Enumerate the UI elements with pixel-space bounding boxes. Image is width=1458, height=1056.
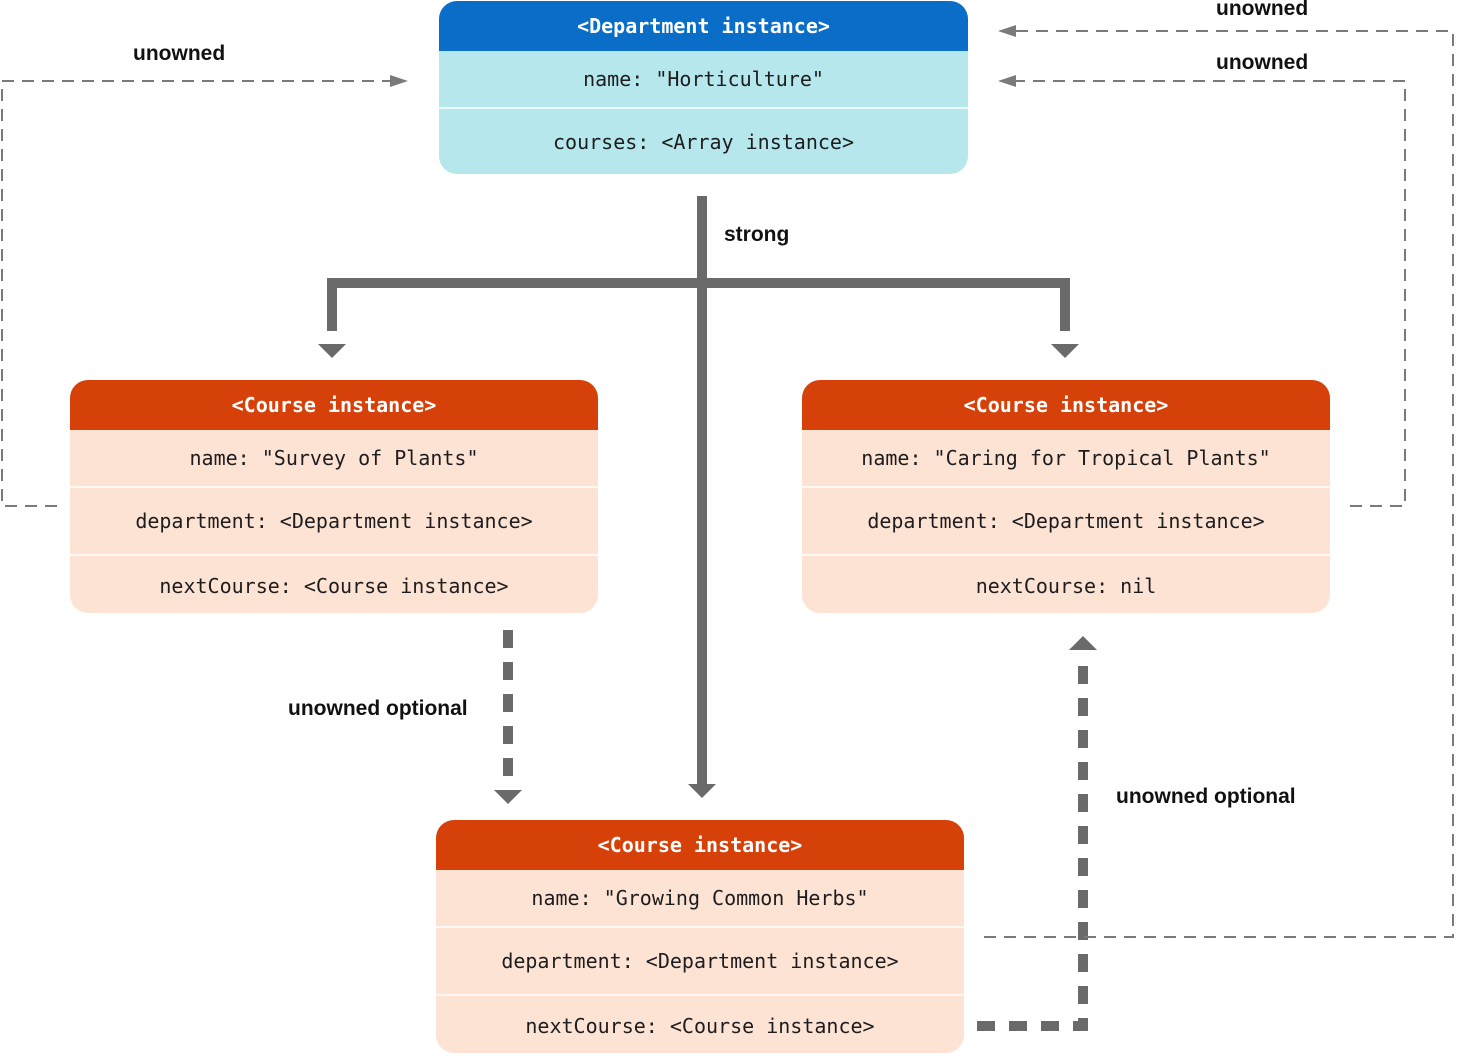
course-survey-department-row: department: <Department instance> — [70, 486, 598, 554]
arrowhead-unowned-bottom — [998, 25, 1016, 37]
course-survey-header: <Course instance> — [70, 380, 598, 430]
strong-label: strong — [724, 223, 790, 246]
unowned-right-line — [1016, 80, 1406, 507]
arrowhead-unowned-right — [998, 75, 1016, 87]
department-instance-card: <Department instance> name: "Horticultur… — [439, 1, 968, 174]
department-courses-row: courses: <Array instance> — [439, 107, 968, 174]
course-tropical-header: <Course instance> — [802, 380, 1330, 430]
strong-branch-line — [327, 278, 1070, 331]
unowned-optional-arrowheads — [494, 636, 1097, 804]
unowned-bottom-line — [984, 30, 1454, 938]
unowned-optional-connectors — [503, 630, 1088, 1031]
unowned-left-label: unowned — [133, 42, 226, 65]
course-herbs-header: <Course instance> — [436, 820, 964, 870]
unowned-right-label: unowned — [1216, 51, 1309, 74]
arrowhead-to-right-course — [1051, 344, 1079, 358]
unowned-left-line — [1, 80, 392, 507]
course-tropical-card: <Course instance> name: "Caring for Trop… — [802, 380, 1330, 613]
unowned-optional-right-line — [977, 660, 1088, 1031]
department-name-row: name: "Horticulture" — [583, 67, 824, 91]
unowned-optional-left-label: unowned optional — [288, 697, 468, 720]
course-herbs-card: <Course instance> name: "Growing Common … — [436, 820, 964, 1053]
strong-connectors — [327, 196, 1070, 785]
course-survey-card: <Course instance> name: "Survey of Plant… — [70, 380, 598, 613]
course-herbs-department-row: department: <Department instance> — [436, 926, 964, 994]
course-tropical-name-row: name: "Caring for Tropical Plants" — [861, 446, 1271, 470]
unowned-connectors — [1, 30, 1454, 938]
arrowhead-to-bottom-course — [688, 784, 716, 798]
course-herbs-next-row: nextCourse: <Course instance> — [436, 994, 964, 1053]
arrowhead-unowned-optional-right — [1069, 636, 1097, 650]
arrowhead-to-left-course — [318, 344, 346, 358]
department-card-header: <Department instance> — [439, 1, 968, 51]
arrowhead-unowned-optional-left — [494, 790, 522, 804]
course-survey-name-row: name: "Survey of Plants" — [189, 446, 479, 470]
unowned-arrowheads — [390, 25, 1016, 87]
strong-arrowheads — [318, 344, 1079, 798]
course-tropical-next-row: nextCourse: nil — [802, 554, 1330, 613]
course-survey-next-row: nextCourse: <Course instance> — [70, 554, 598, 613]
unowned-optional-right-label: unowned optional — [1116, 785, 1296, 808]
unowned-right-top-label: unowned — [1216, 0, 1309, 20]
course-herbs-name-row: name: "Growing Common Herbs" — [531, 886, 869, 910]
course-tropical-department-row: department: <Department instance> — [802, 486, 1330, 554]
arrowhead-unowned-left — [390, 75, 408, 87]
